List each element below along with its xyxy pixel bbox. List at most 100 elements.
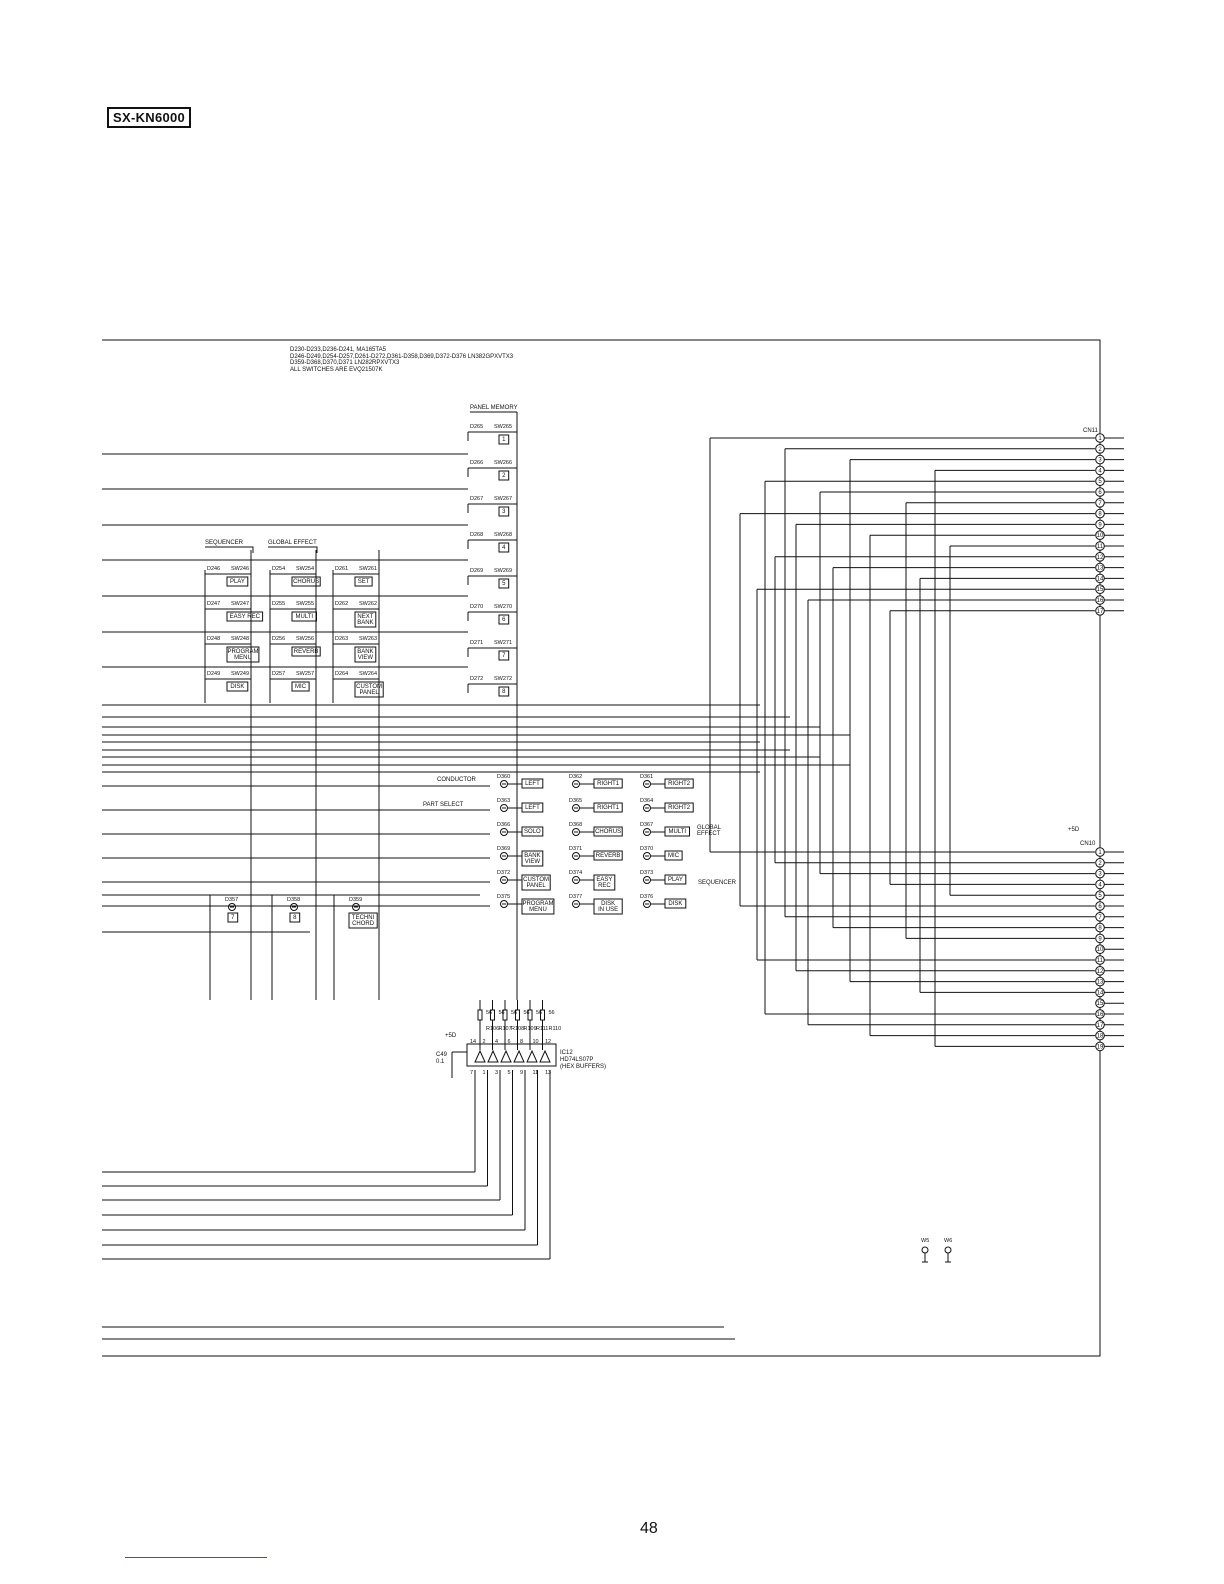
switch-label: SW265 [494, 424, 512, 430]
cn10-pin-number: 16 [1097, 1012, 1104, 1018]
ic-pin-number: 8 [520, 1039, 523, 1045]
conductor-label: CONDUCTOR [437, 777, 477, 783]
led-circle [500, 828, 508, 836]
panel-memory-key [498, 614, 510, 625]
resistor-value: 56 [486, 1010, 492, 1016]
led-circle [643, 828, 651, 836]
ic-pin-number: 3 [495, 1070, 498, 1076]
led-circle [352, 903, 360, 911]
led-label: D364 [640, 798, 653, 804]
function-key [291, 681, 310, 692]
led-icon [572, 900, 580, 908]
diode-label: D267 [470, 496, 483, 502]
led-icon [500, 852, 508, 860]
key-label: CHORUS [595, 829, 621, 835]
cn10-pin-number: 5 [1098, 893, 1102, 899]
key-label: 8 [293, 915, 297, 921]
panel-memory-label: PANEL MEMORY [470, 405, 518, 411]
panel-memory-key [498, 506, 510, 517]
test-point-label: W6 [944, 1238, 952, 1244]
diode-label: D261 [335, 566, 348, 572]
led-circle [500, 900, 508, 908]
ic-desc: (HEX BUFFERS) [560, 1064, 606, 1070]
diode-label: D265 [470, 424, 483, 430]
ic-pin-number: 10 [533, 1039, 539, 1045]
function-key [291, 646, 321, 657]
switch-label: SW263 [359, 636, 377, 642]
cn11-pin-number: 15 [1097, 587, 1104, 593]
led-label: D366 [497, 822, 510, 828]
cn10-pin-number: 7 [1098, 915, 1102, 921]
resistor-value: 56 [499, 1010, 505, 1016]
cn10-pin-number: 3 [1098, 872, 1102, 878]
test-point-icon [944, 1246, 952, 1254]
ic-ref: IC12 [560, 1050, 573, 1056]
switch-label: SW269 [494, 568, 512, 574]
diode-label: D255 [272, 601, 285, 607]
panel-memory-key [498, 434, 510, 445]
diode-label: D246 [207, 566, 220, 572]
led-icon [352, 903, 360, 911]
key-label: RIGHT2 [668, 805, 691, 811]
switch-label: SW264 [359, 671, 377, 677]
led-key [521, 874, 551, 891]
switch-label: SW249 [231, 671, 249, 677]
diode-label: D272 [470, 676, 483, 682]
cn11-pin-number: 12 [1097, 555, 1104, 561]
footer-rule [125, 1557, 267, 1558]
panel-memory-key [498, 470, 510, 481]
led-icon [643, 900, 651, 908]
note-line: D359-D368,D370,D371 LN282RPXVTX3 [290, 360, 400, 366]
sequencer-2-label: SEQUENCER [698, 880, 737, 886]
key-label: 7 [231, 915, 235, 921]
switch-label: SW247 [231, 601, 249, 607]
diode-label: D257 [272, 671, 285, 677]
diode-label: D247 [207, 601, 220, 607]
led-icon [290, 903, 298, 911]
switch-label: SW272 [494, 676, 512, 682]
cn11-pin-number: 16 [1097, 598, 1104, 604]
led-icon [500, 876, 508, 884]
cn11-pin-number: 9 [1098, 522, 1102, 528]
ic-pin-number: 11 [533, 1070, 539, 1076]
cn11-pin-number: 5 [1098, 479, 1102, 485]
ic-pin-number: 2 [483, 1039, 486, 1045]
buffer-icon [487, 1049, 499, 1063]
cn11-pin-number: 13 [1097, 566, 1104, 572]
led-circle [572, 900, 580, 908]
key-label: 2 [502, 473, 506, 479]
function-key [354, 681, 384, 698]
ic-part: HD74LS07P [560, 1057, 593, 1063]
panel-memory-key [498, 542, 510, 553]
ic-body [466, 1043, 557, 1067]
led-label: D360 [497, 774, 510, 780]
led-icon [643, 804, 651, 812]
key-label: SET [358, 579, 370, 585]
diode-label: D256 [272, 636, 285, 642]
led-circle [572, 828, 580, 836]
panel-memory-key [498, 686, 510, 697]
buffer-icon [539, 1049, 551, 1063]
switch-label: SW266 [494, 460, 512, 466]
cn11-pin-number: 1 [1098, 436, 1102, 442]
resistor-value: 56 [511, 1010, 517, 1016]
cn11-pin-number: 10 [1097, 533, 1104, 539]
group-bracket [268, 546, 318, 553]
diode-label: D269 [470, 568, 483, 574]
switch-label: SW246 [231, 566, 249, 572]
led-key [664, 778, 694, 789]
key-label: 8 [502, 689, 506, 695]
led-key [664, 898, 687, 909]
led-circle [643, 804, 651, 812]
diode-label: D262 [335, 601, 348, 607]
led-icon [228, 903, 236, 911]
cn11-pin-number: 11 [1097, 544, 1104, 550]
model-label: SX-KN6000 [107, 107, 192, 128]
key-label: 6 [502, 617, 506, 623]
buffer-icon [513, 1049, 525, 1063]
led-icon [500, 804, 508, 812]
panel-memory-key [498, 650, 510, 661]
